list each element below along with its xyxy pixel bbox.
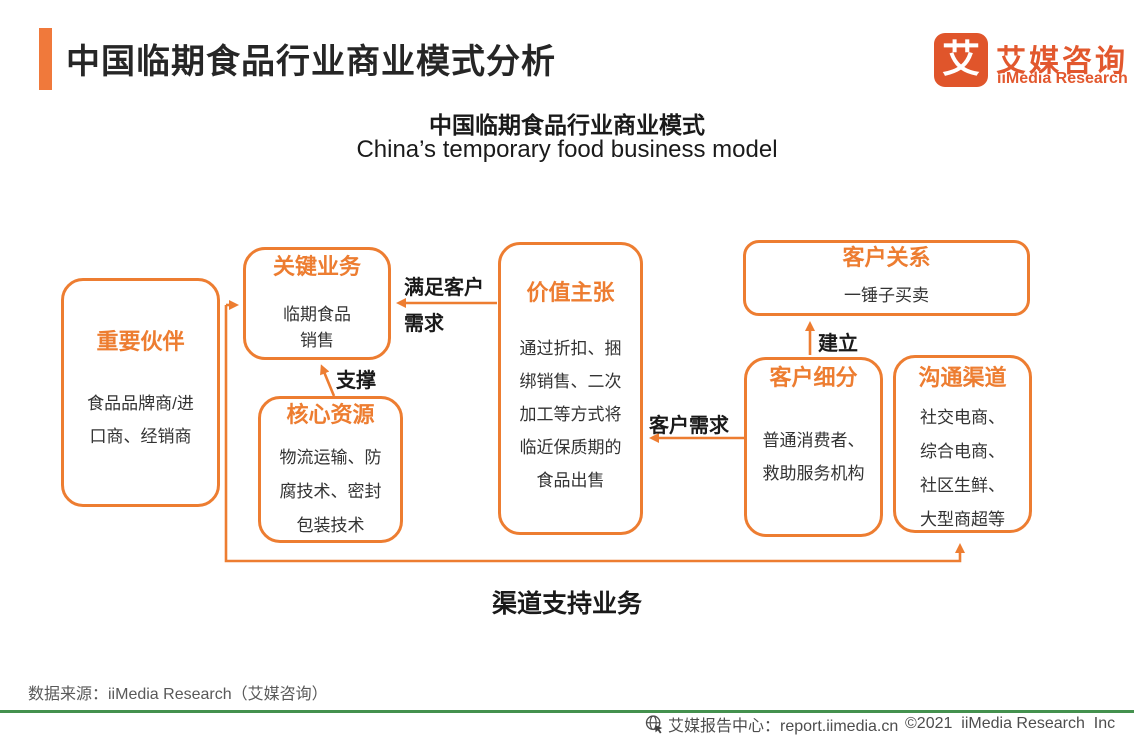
box-key-business: 关键业务 临期食品 销售 bbox=[243, 247, 391, 360]
box-title: 重要伙伴 bbox=[96, 329, 185, 354]
box-title: 客户关系 bbox=[842, 245, 931, 270]
diagram-title-cn: 中国临期食品行业商业模式 bbox=[429, 112, 705, 138]
footer-report-center: 艾媒报告中心：report.iimedia.cn bbox=[644, 712, 898, 736]
box-title: 核心资源 bbox=[286, 402, 375, 427]
label-customer-demand: 客户需求 bbox=[649, 415, 729, 437]
box-content: 社交电商、 综合电商、 社区生鲜、 大型商超等 bbox=[920, 408, 1005, 529]
box-content: 通过折扣、捆 绑销售、二次 加工等方式将 临近保质期的 食品出售 bbox=[519, 339, 622, 490]
box-title: 关键业务 bbox=[272, 254, 361, 279]
box-important-partners: 重要伙伴 食品品牌商/进 口商、经销商 bbox=[61, 278, 220, 507]
copyright-text: ©2021 iiMedia Research Inc bbox=[905, 715, 1116, 732]
box-content: 食品品牌商/进 口商、经销商 bbox=[87, 394, 194, 446]
logo-brand-cn: 艾媒咨询 bbox=[996, 45, 1128, 78]
box-communication-channels: 沟通渠道 社交电商、 综合电商、 社区生鲜、 大型商超等 bbox=[893, 355, 1032, 533]
box-customer-relations: 客户关系 一锤子买卖 bbox=[743, 240, 1030, 316]
box-content: 一锤子买卖 bbox=[844, 286, 929, 305]
box-content: 临期食品 销售 bbox=[283, 305, 351, 350]
page-title: 中国临期食品行业商业模式分析 bbox=[66, 43, 556, 81]
data-source-note: 数据来源：iiMedia Research（艾媒咨询） bbox=[28, 686, 328, 703]
report-center-text: 艾媒报告中心：report.iimedia.cn bbox=[668, 718, 899, 735]
label-satisfy-customer-demand: 满足客户 需求 bbox=[404, 277, 484, 335]
label-support: 支撑 bbox=[336, 370, 376, 392]
logo-brand-en: iiMedia Research bbox=[997, 70, 1128, 87]
box-content: 普通消费者、 救助服务机构 bbox=[762, 431, 865, 483]
box-core-resources: 核心资源 物流运输、防 腐技术、密封 包装技术 bbox=[258, 396, 403, 543]
arrow-support bbox=[320, 364, 336, 397]
label-establish: 建立 bbox=[818, 333, 858, 355]
box-title: 价值主张 bbox=[526, 280, 615, 305]
box-title: 客户细分 bbox=[769, 365, 858, 390]
diagram-title-en: China’s temporary food business model bbox=[356, 136, 778, 163]
label-channel-supports-business: 渠道支持业务 bbox=[491, 590, 642, 618]
iimedia-logo: 艾 艾媒咨询 iiMedia Research bbox=[934, 32, 1128, 88]
iimedia-logo-icon: 艾 bbox=[934, 33, 988, 87]
box-title: 沟通渠道 bbox=[918, 365, 1007, 390]
title-accent-bar bbox=[39, 28, 52, 90]
box-content: 物流运输、防 腐技术、密封 包装技术 bbox=[279, 448, 382, 535]
globe-cursor-icon bbox=[645, 715, 663, 734]
box-customer-segments: 客户细分 普通消费者、 救助服务机构 bbox=[744, 357, 883, 537]
footer-divider bbox=[0, 710, 1134, 713]
